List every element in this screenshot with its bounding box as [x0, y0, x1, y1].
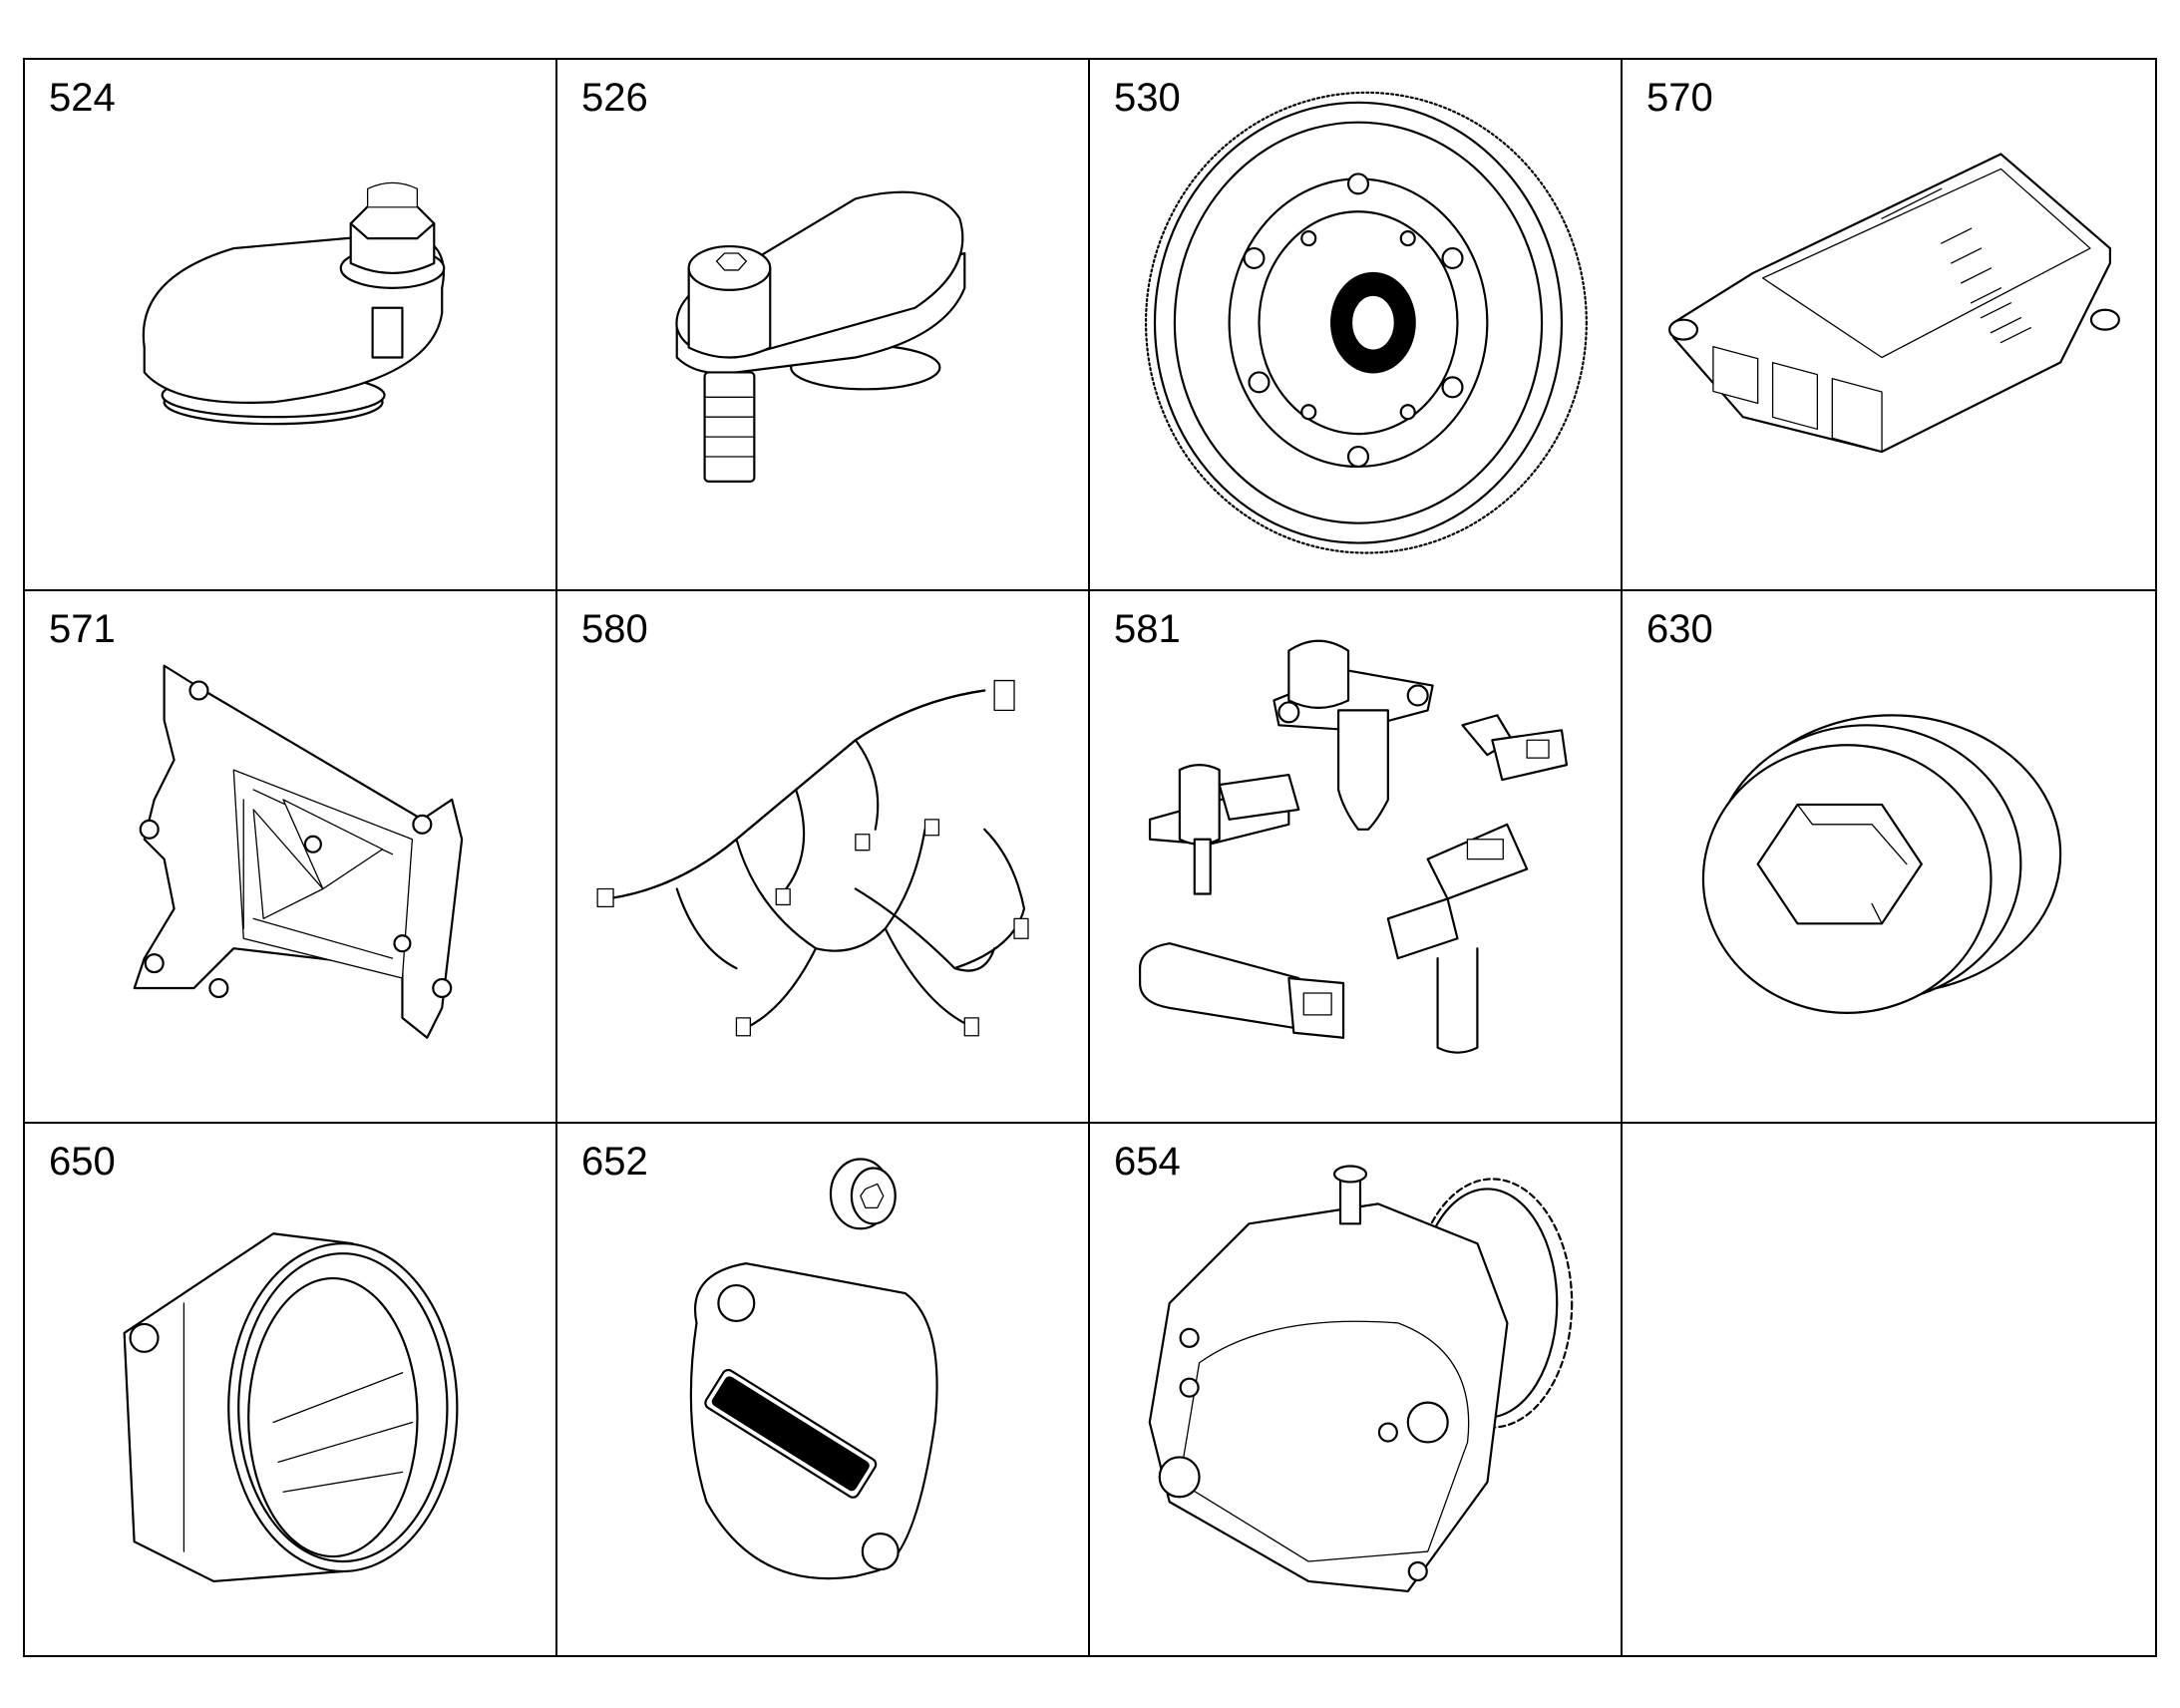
control-unit-icon	[1668, 153, 2120, 454]
part-cell-581[interactable]: 581	[1090, 591, 1623, 1124]
part-cell-570[interactable]: 570	[1623, 60, 2155, 592]
cap-screw-flange-icon	[675, 190, 966, 483]
part-cell-650[interactable]: 650	[25, 1123, 557, 1655]
part-number: 654	[1114, 1139, 1181, 1184]
part-number: 530	[1114, 76, 1181, 120]
housing-sleeve-icon	[123, 1231, 459, 1582]
parts-grid: 524 526 530	[23, 58, 2157, 1657]
part-number: 581	[1114, 607, 1181, 652]
part-number: 630	[1646, 607, 1713, 652]
part-cell-526[interactable]: 526	[557, 60, 1090, 592]
cover-plate-icon: LIEBHERR	[689, 1158, 938, 1579]
part-number: 580	[581, 607, 648, 652]
mounting-bracket-icon	[133, 664, 464, 1040]
part-cell-530[interactable]: 530	[1090, 60, 1623, 592]
hex-plug-icon	[1701, 714, 2062, 1015]
part-number: 570	[1646, 76, 1713, 120]
part-number: 571	[49, 607, 116, 652]
part-cell-654[interactable]: 654	[1090, 1123, 1623, 1655]
wiring-harness-icon	[596, 680, 1029, 1037]
part-cell-580[interactable]: 580	[557, 591, 1090, 1124]
part-cell-630[interactable]: 630	[1623, 591, 2155, 1124]
pump-gear-icon	[1148, 1165, 1574, 1592]
sensors-icon	[1138, 640, 1569, 1055]
part-number: 524	[49, 76, 116, 120]
part-cell-652[interactable]: 652 LIEBHERR	[557, 1123, 1090, 1655]
part-number: 526	[581, 76, 648, 120]
flywheel-icon	[1144, 91, 1588, 554]
part-number: 652	[581, 1139, 648, 1184]
flange-cover-bolt-icon	[142, 181, 446, 426]
part-cell-524[interactable]: 524	[25, 60, 557, 592]
part-number: 650	[49, 1139, 116, 1184]
part-cell-571[interactable]: 571	[25, 591, 557, 1124]
empty-cell	[1623, 1124, 2155, 1655]
